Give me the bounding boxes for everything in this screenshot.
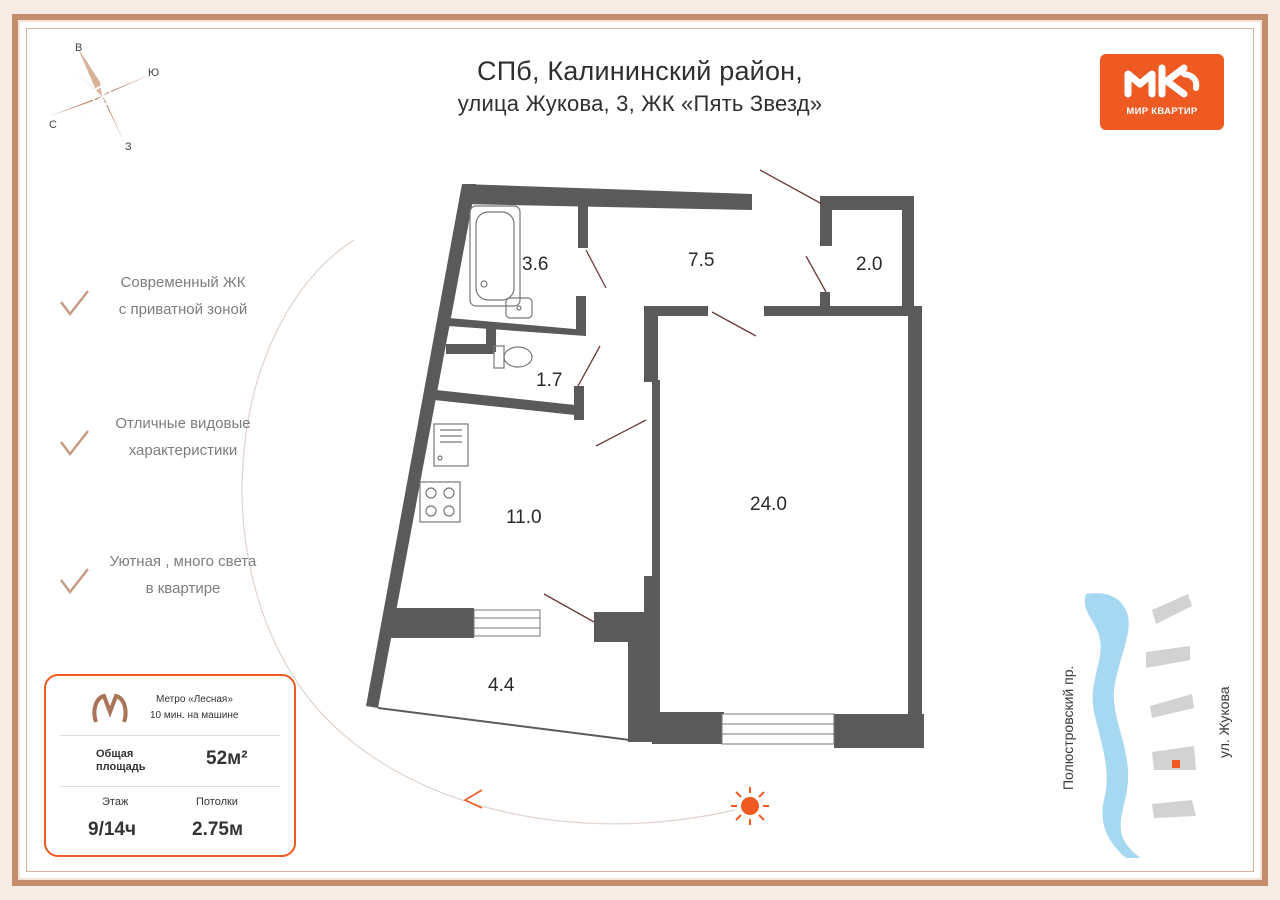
room-area-living: 24.0 xyxy=(750,494,787,515)
feature-1-line2: с приватной зоной xyxy=(118,301,248,318)
feature-2-line1: Отличные видовые xyxy=(115,415,251,432)
logo-caption: МИР КВАРТИР xyxy=(1126,106,1198,117)
street-label-right: ул. Жукова xyxy=(1216,686,1232,758)
compass-label-s: З xyxy=(125,141,132,153)
feature-1-line1: Современный ЖК xyxy=(120,274,246,291)
compass-rose-icon: В Ю С З xyxy=(49,42,159,153)
check-icon xyxy=(60,290,89,316)
sink-icon xyxy=(505,297,533,319)
area-value: 52м² xyxy=(206,748,248,769)
feature-3-line1: Уютная , много света xyxy=(109,553,257,570)
balcony-edge xyxy=(377,707,631,741)
info-card: Метро «Лесная» 10 мин. на машине Общая п… xyxy=(44,674,296,857)
address-line-1: СПб, Калининский район, xyxy=(477,56,803,86)
ceiling-label: Потолки xyxy=(196,796,238,808)
arc-arrow-icon xyxy=(463,789,483,809)
metro-time: 10 мин. на машине xyxy=(150,710,239,721)
check-icon xyxy=(60,568,89,594)
ceiling-value: 2.75м xyxy=(192,819,244,840)
room-area-bath: 3.6 xyxy=(522,254,549,275)
room-area-hall: 7.5 xyxy=(688,250,715,271)
room-area-kitchen: 11.0 xyxy=(506,507,542,528)
address-line-2: улица Жукова, 3, ЖК «Пять Звезд» xyxy=(457,91,823,116)
logo-mark-icon xyxy=(1124,64,1200,98)
buildings xyxy=(1146,594,1196,818)
divider xyxy=(60,786,280,787)
floor-label: Этаж xyxy=(102,796,129,808)
divider xyxy=(60,735,280,736)
metro-logo-icon xyxy=(92,693,128,723)
kitchen-sink-icon xyxy=(433,423,469,467)
sun-arc xyxy=(241,239,736,825)
door-swings xyxy=(543,169,827,623)
feature-2-line2: характеристики xyxy=(128,442,238,459)
sun-icon xyxy=(731,787,769,825)
feature-3-line2: в квартире xyxy=(145,580,221,597)
feature-3: Уютная , много света в квартире xyxy=(88,548,278,602)
street-label-left: Полюстровский пр. xyxy=(1060,665,1076,790)
mir-kvartir-logo: МИР КВАРТИР xyxy=(1100,54,1224,130)
location-marker xyxy=(1172,760,1180,768)
room-area-balcony: 4.4 xyxy=(488,675,515,696)
compass-label-n: В xyxy=(75,42,82,54)
river-shape xyxy=(1084,593,1141,858)
floor-value: 9/14ч xyxy=(88,819,137,840)
compass-label-w: С xyxy=(49,119,57,131)
feature-1: Современный ЖК с приватной зоной xyxy=(88,269,278,323)
room-area-wc: 1.7 xyxy=(536,370,563,391)
stove-icon xyxy=(419,481,461,523)
compass-label-e: Ю xyxy=(148,67,159,79)
metro-name: Метро «Лесная» xyxy=(156,694,233,705)
bathtub-icon xyxy=(469,205,521,307)
area-label-1: Общая xyxy=(96,748,134,760)
room-area-closet: 2.0 xyxy=(856,254,883,275)
check-icon xyxy=(60,430,89,456)
toilet-icon xyxy=(493,345,533,369)
windows xyxy=(473,609,835,745)
area-label-2: площадь xyxy=(96,761,146,773)
feature-2: Отличные видовые характеристики xyxy=(88,410,278,464)
walls xyxy=(366,184,924,748)
